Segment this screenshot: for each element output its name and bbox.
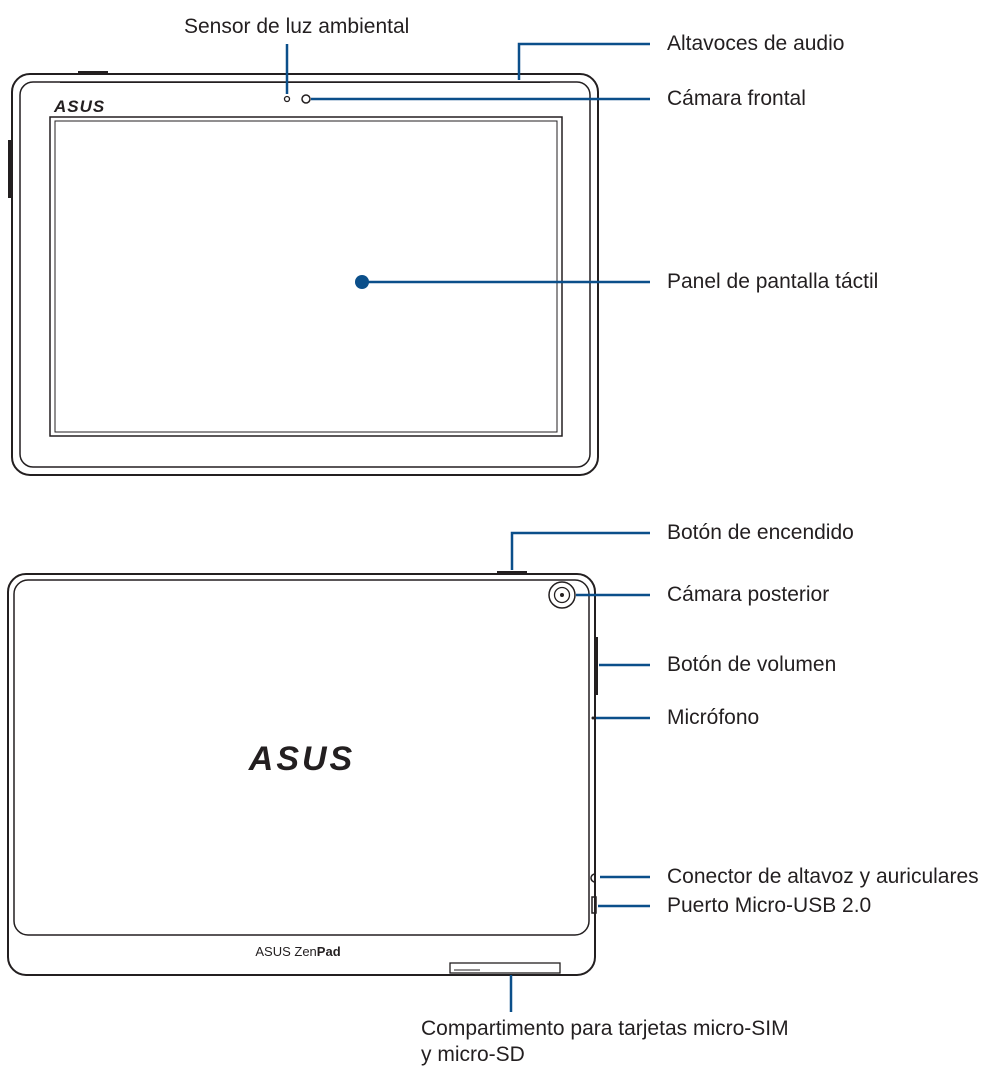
rear-asus-logo: ASUS	[248, 740, 355, 778]
front-asus-logo: ASUS	[53, 97, 105, 116]
zenpad-logo: ASUS ZenPad	[255, 944, 340, 959]
callout-line-speakers	[517, 42, 650, 80]
front-side-button	[8, 140, 12, 198]
label-touch-panel: Panel de pantalla táctil	[667, 270, 879, 293]
touch-panel-dot	[355, 275, 369, 289]
zenpad-logo-pad: Pad	[317, 944, 341, 959]
label-audio-jack: Conector de altavoz y auriculares	[667, 865, 979, 888]
audio-jack-port	[590, 873, 596, 883]
label-power-button: Botón de encendido	[667, 521, 854, 544]
front-camera-lens	[301, 94, 311, 104]
rear-view: ASUS ASUS ZenPad	[7, 571, 598, 976]
zenpad-logo-brand: ASUS	[255, 944, 291, 959]
zenpad-logo-zen: Zen	[294, 944, 316, 959]
label-rear-camera: Cámara posterior	[667, 583, 830, 606]
rear-callouts	[509, 531, 650, 1012]
label-microphone: Micrófono	[667, 706, 760, 729]
rear-camera-lens	[553, 586, 571, 604]
callout-line-power-button	[510, 531, 650, 570]
rear-camera-center	[560, 593, 564, 597]
label-micro-usb: Puerto Micro-USB 2.0	[667, 894, 872, 917]
label-volume-button: Botón de volumen	[667, 653, 837, 676]
micro-usb-port	[591, 896, 597, 914]
label-audio-speakers: Altavoces de audio	[667, 32, 845, 55]
touch-screen	[49, 116, 563, 437]
light-sensor-dot	[283, 95, 291, 103]
touch-screen-inner	[54, 120, 558, 433]
rear-body-inner	[13, 579, 590, 936]
label-card-slot: Compartimento para tarjetas micro-SIM y …	[421, 1017, 789, 1066]
front-callouts	[285, 42, 650, 284]
microphone-hole	[591, 716, 595, 720]
card-slot-tray	[449, 962, 561, 974]
label-front-camera: Cámara frontal	[667, 87, 806, 110]
label-light-sensor: Sensor de luz ambiental	[184, 15, 410, 38]
front-view: ASUS	[8, 71, 599, 476]
